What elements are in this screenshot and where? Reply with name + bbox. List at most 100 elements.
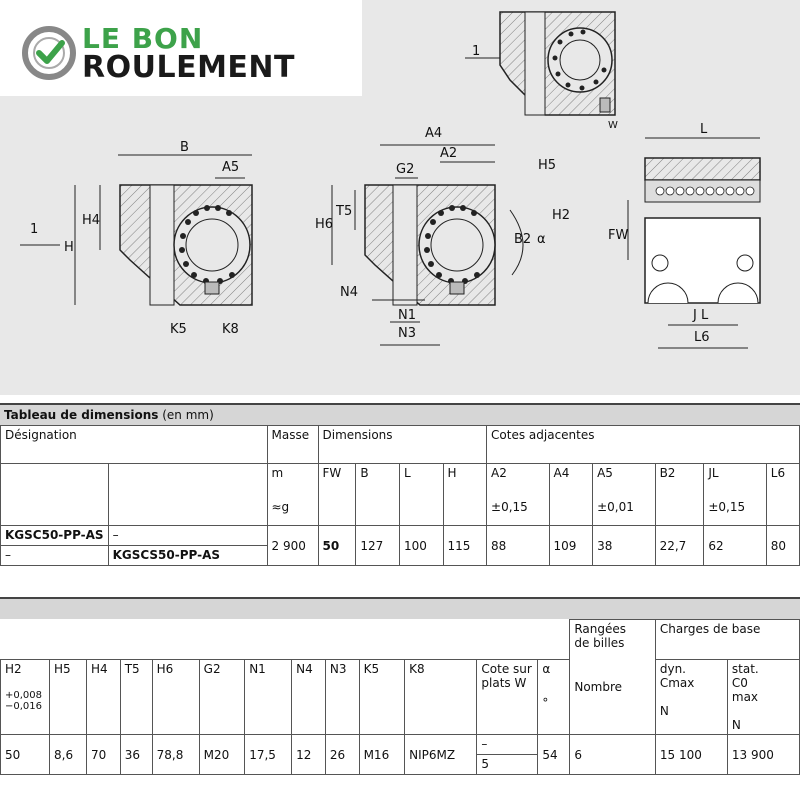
- label-T5: T5: [336, 204, 353, 219]
- val-masse: 2 900: [266, 525, 319, 566]
- hdr-alpha-cell: α °: [537, 659, 571, 735]
- col-masse: Masse: [266, 425, 319, 464]
- label-alpha: α: [537, 232, 546, 247]
- label-A2: A2: [440, 146, 458, 161]
- label-N1: N1: [398, 308, 416, 323]
- label-H2: H2: [552, 208, 571, 223]
- val-K8: NIP6MZ: [404, 734, 478, 775]
- hdr-A4: A4: [548, 463, 594, 526]
- tol-JL: ±0,15: [708, 500, 746, 514]
- hdr-JL-cell: JL ±0,15: [703, 463, 767, 526]
- tol-A5: ±0,01: [597, 500, 634, 514]
- label-JL: J L: [693, 308, 709, 323]
- row1-des1: KGSC50-PP-AS: [0, 525, 109, 546]
- val-G2: M20: [198, 734, 246, 775]
- masse-unit-cell: m ≈g: [266, 463, 319, 526]
- hdr-nombre: Nombre: [574, 680, 623, 694]
- hdr-cote-plats: Cote sur plats W: [476, 659, 539, 735]
- val-H2: 50: [0, 734, 50, 775]
- label-one-top: 1: [472, 44, 481, 59]
- hdr-L: L: [398, 463, 444, 526]
- val-H4: 70: [85, 734, 121, 775]
- drawing-svg: [20, 11, 761, 349]
- val-W-dash: –: [476, 734, 539, 755]
- hdr-A2: A2: [491, 466, 507, 480]
- label-N4: N4: [340, 285, 358, 300]
- label-A4: A4: [425, 126, 443, 141]
- table1-title-unit: (en mm): [162, 408, 214, 422]
- label-FW: FW: [608, 228, 629, 243]
- hdr-K8: K8: [404, 659, 478, 735]
- unit-dyn: N: [659, 704, 669, 718]
- technical-drawing: LE BON ROULEMENT B A5 H4 H 1 K5 K8 A4 A2…: [0, 0, 800, 395]
- logo: LE BON ROULEMENT: [0, 0, 362, 96]
- left-section-view: [20, 154, 253, 306]
- val-FW: 50: [317, 525, 357, 566]
- label-H5: H5: [538, 158, 557, 173]
- label-K5: K5: [170, 322, 187, 337]
- table1-title: Tableau de dimensions: [4, 408, 159, 422]
- label-H6: H6: [315, 217, 334, 232]
- logo-line1: LE BON: [82, 22, 204, 55]
- val-N3: 26: [324, 734, 360, 775]
- table2-title-bar: [0, 597, 800, 619]
- tol-H2-plus: +0,008: [5, 690, 43, 701]
- val-K5: M16: [358, 734, 406, 775]
- val-T5: 36: [119, 734, 153, 775]
- right-side-view: [627, 137, 761, 349]
- col-cotes: Cotes adjacentes: [486, 425, 800, 464]
- label-L: L: [700, 122, 708, 137]
- hdr-FW: FW: [317, 463, 357, 526]
- hdr-H2: H2: [5, 662, 22, 676]
- masse-approx: ≈g: [271, 500, 290, 514]
- val-alpha: 54: [537, 734, 571, 775]
- val-nombre: 6: [569, 734, 656, 775]
- hdr-stat: stat. C0 max: [731, 662, 759, 704]
- hdr-N1: N1: [244, 659, 293, 735]
- tol-H2-minus: −0,016: [5, 701, 43, 712]
- val-B: 127: [355, 525, 400, 566]
- hdr-B: B: [355, 463, 400, 526]
- val-H5: 8,6: [49, 734, 87, 775]
- hdr-stat-cell: stat. C0 max N: [726, 659, 800, 735]
- logo-line2: ROULEMENT: [82, 50, 295, 85]
- hdr-N3: N3: [324, 659, 360, 735]
- hdr-G2: G2: [198, 659, 246, 735]
- val-N4: 12: [291, 734, 326, 775]
- val-JL: 62: [703, 525, 767, 566]
- table1-title-bar: Tableau de dimensions (en mm): [0, 403, 800, 425]
- middle-section-view: [331, 144, 524, 346]
- val-L: 100: [398, 525, 444, 566]
- label-B: B: [180, 140, 189, 155]
- des-blank-2: [107, 463, 268, 526]
- hdr-A5-cell: A5 ±0,01: [592, 463, 656, 526]
- hdr-H5: H5: [49, 659, 87, 735]
- hdr-A2-cell: A2 ±0,15: [486, 463, 550, 526]
- hdr-charges: Charges de base: [654, 619, 800, 660]
- hdr-rangees-cell: Rangées de billes Nombre: [569, 619, 656, 735]
- label-B2: B2: [514, 232, 532, 247]
- val-H6: 78,8: [151, 734, 200, 775]
- hdr-T5: T5: [119, 659, 153, 735]
- hdr-degree: °: [542, 696, 549, 710]
- label-one-left: 1: [30, 222, 39, 237]
- row2-des2: KGSCS50-PP-AS: [107, 545, 268, 566]
- masse-unit: m: [271, 466, 284, 480]
- top-detail-view: [465, 11, 616, 116]
- val-stat: 13 900: [726, 734, 800, 775]
- val-A2: 88: [486, 525, 550, 566]
- val-H: 115: [442, 525, 488, 566]
- hdr-rangees: Rangées de billes: [574, 622, 627, 650]
- hdr-H4: H4: [85, 659, 121, 735]
- hdr-A5: A5: [597, 466, 613, 480]
- val-A4: 109: [548, 525, 594, 566]
- val-L6: 80: [765, 525, 800, 566]
- label-K8: K8: [222, 322, 239, 337]
- hdr-H: H: [442, 463, 488, 526]
- hdr-alpha: α: [542, 662, 551, 676]
- label-N3: N3: [398, 326, 416, 341]
- label-G2: G2: [396, 162, 415, 177]
- tol-A2: ±0,15: [491, 500, 528, 514]
- hdr-B2: B2: [654, 463, 705, 526]
- val-B2: 22,7: [654, 525, 705, 566]
